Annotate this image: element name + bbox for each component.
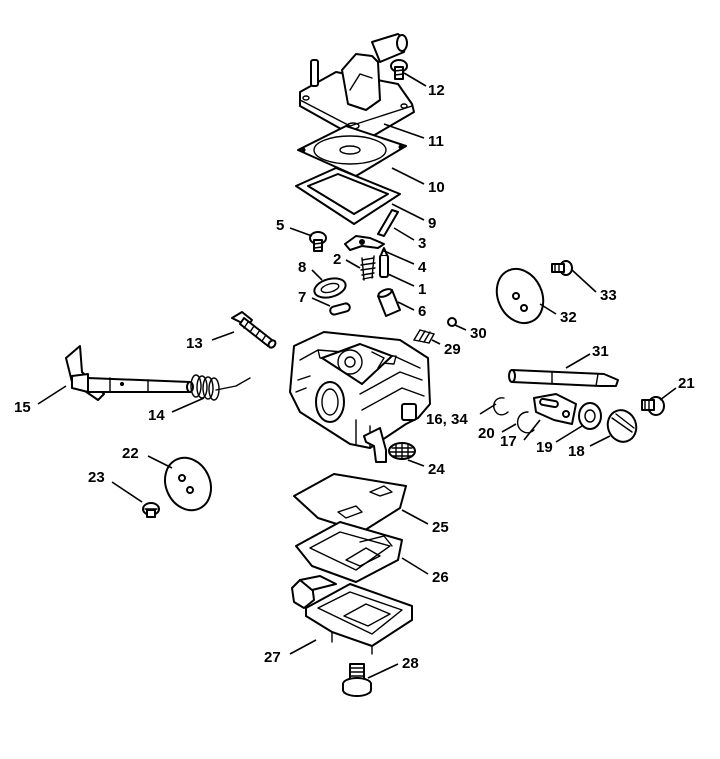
part-19-washer bbox=[578, 402, 602, 430]
part-7-small-seal bbox=[329, 302, 351, 316]
callout-7: 7 bbox=[298, 289, 306, 306]
callout-30: 30 bbox=[470, 325, 487, 342]
part-17-lever bbox=[533, 393, 577, 425]
part-22-end-disc bbox=[164, 456, 212, 512]
callout-31: 31 bbox=[592, 343, 609, 360]
callout-33: 33 bbox=[600, 287, 617, 304]
part-9-gasket bbox=[295, 167, 401, 225]
part-11-pump-cover bbox=[299, 33, 415, 141]
part-15-throttle-shaft bbox=[65, 345, 194, 401]
callout-23: 23 bbox=[88, 469, 105, 486]
part-16-34-e-clip bbox=[493, 397, 509, 416]
callout-16-34: 16, 34 bbox=[426, 411, 468, 428]
callout-5: 5 bbox=[276, 217, 284, 234]
part-24-filter-screen bbox=[388, 442, 416, 460]
callout-29: 29 bbox=[444, 341, 461, 358]
callout-11: 11 bbox=[428, 133, 444, 150]
leader-lines bbox=[37, 72, 677, 679]
callout-8: 8 bbox=[298, 259, 306, 276]
callout-2: 2 bbox=[333, 251, 341, 268]
callout-20: 20 bbox=[478, 425, 495, 442]
part-30-ball bbox=[447, 317, 457, 327]
part-6-sleeve bbox=[377, 288, 401, 317]
callout-25: 25 bbox=[432, 519, 449, 536]
callout-10: 10 bbox=[428, 179, 445, 196]
part-23-screw bbox=[142, 502, 160, 518]
part-27-cover bbox=[291, 575, 413, 655]
callout-26: 26 bbox=[432, 569, 449, 586]
part-26-diaphragm bbox=[295, 521, 403, 583]
callout-17: 17 bbox=[500, 433, 517, 450]
part-12-screw bbox=[390, 59, 408, 80]
callout-32: 32 bbox=[560, 309, 577, 326]
callout-24: 24 bbox=[428, 461, 445, 478]
part-29-spring bbox=[413, 329, 435, 344]
callout-22: 22 bbox=[122, 445, 139, 462]
callout-18: 18 bbox=[568, 443, 585, 460]
carburetor-body bbox=[289, 331, 431, 463]
part-33-screw bbox=[551, 260, 573, 276]
part-25-gasket bbox=[293, 473, 407, 533]
part-20-c-clip bbox=[517, 411, 535, 434]
callout-19: 19 bbox=[536, 439, 553, 456]
callout-4: 4 bbox=[418, 259, 427, 276]
part-5-screw bbox=[309, 231, 327, 252]
callout-3: 3 bbox=[418, 235, 426, 252]
part-3-pin bbox=[377, 209, 399, 237]
part-32-cover-disc bbox=[495, 267, 545, 325]
part-14-torsion-spring bbox=[190, 374, 251, 401]
callout-12: 12 bbox=[428, 82, 445, 99]
part-28-screw bbox=[342, 663, 372, 697]
callout-28: 28 bbox=[402, 655, 419, 672]
part-31-choke-shaft bbox=[508, 369, 619, 387]
part-21-screw bbox=[641, 396, 665, 416]
part-4-lever bbox=[344, 235, 385, 251]
part-13-idle-screw bbox=[231, 311, 277, 349]
callout-14: 14 bbox=[148, 407, 165, 424]
callout-27: 27 bbox=[264, 649, 281, 666]
part-2-spring bbox=[360, 255, 376, 281]
callout-9: 9 bbox=[428, 215, 436, 232]
callout-labels: 12 11 10 9 3 4 1 2 5 8 7 6 29 30 13 15 1… bbox=[14, 82, 695, 672]
part-18-cap bbox=[606, 409, 638, 443]
callout-21: 21 bbox=[678, 375, 695, 392]
part-10-diaphragm bbox=[297, 125, 407, 177]
part-8-seal bbox=[313, 277, 347, 299]
callout-13: 13 bbox=[186, 335, 203, 352]
callout-6: 6 bbox=[418, 303, 426, 320]
callout-1: 1 bbox=[418, 281, 426, 298]
callout-15: 15 bbox=[14, 399, 31, 416]
